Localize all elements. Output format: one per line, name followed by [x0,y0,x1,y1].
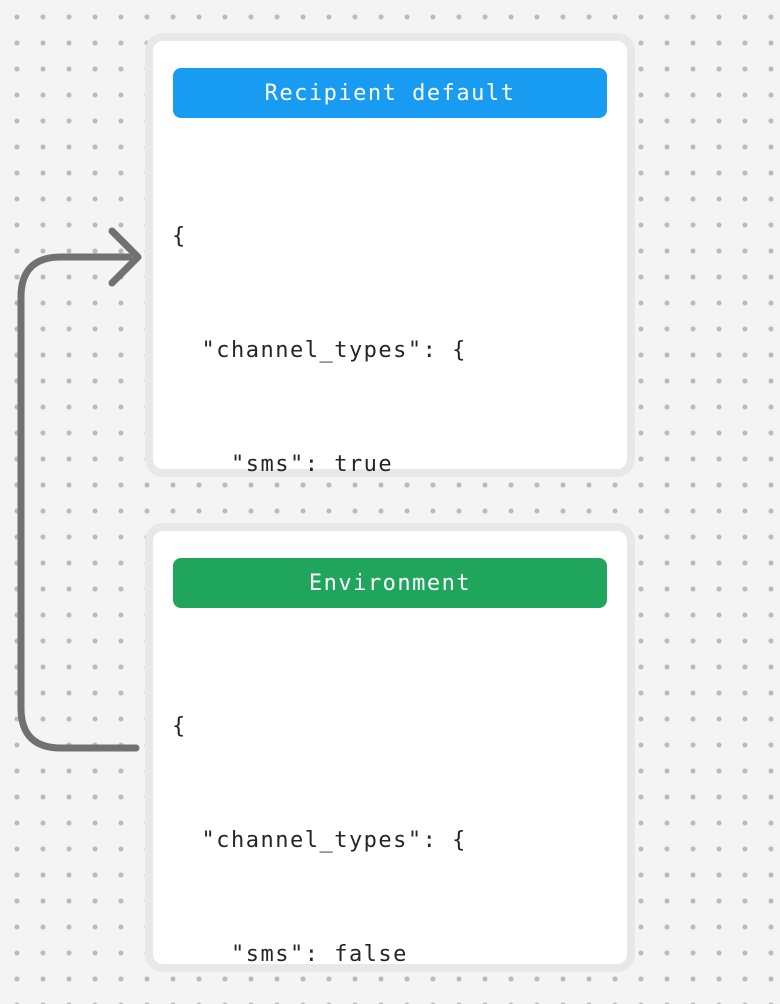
code-line: { [172,224,187,249]
recipient-default-card: Recipient default { "channel_types": { "… [145,33,635,933]
environment-code-block: { "channel_types": { "sms": false }, "ca… [172,632,541,1004]
code-line: "channel_types": { [172,338,467,363]
recipient-default-badge: Recipient default [173,68,607,118]
code-line: "channel_types": { [172,828,467,853]
environment-badge: Environment [173,558,607,608]
environment-card: Environment { "channel_types": { "sms": … [145,523,635,972]
arrowhead-icon [108,227,142,287]
code-line: { [172,714,187,739]
code-line: "sms": true [172,452,394,477]
code-line: "sms": false [172,942,408,967]
merge-arrow-stroke [17,227,142,752]
